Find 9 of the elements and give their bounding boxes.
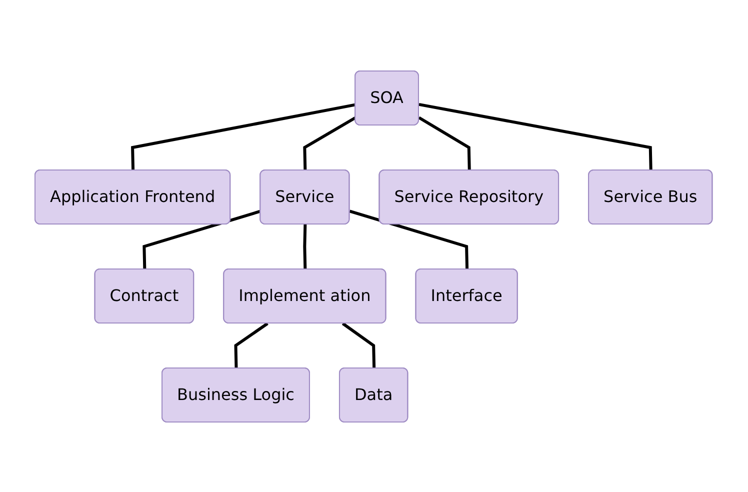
connector — [131, 102, 356, 170]
connector — [350, 209, 469, 270]
connector — [304, 224, 308, 270]
connector — [234, 322, 269, 368]
connector — [342, 322, 376, 368]
connector — [418, 116, 472, 170]
connector — [143, 209, 262, 270]
connector — [419, 102, 653, 170]
connector — [304, 116, 357, 170]
